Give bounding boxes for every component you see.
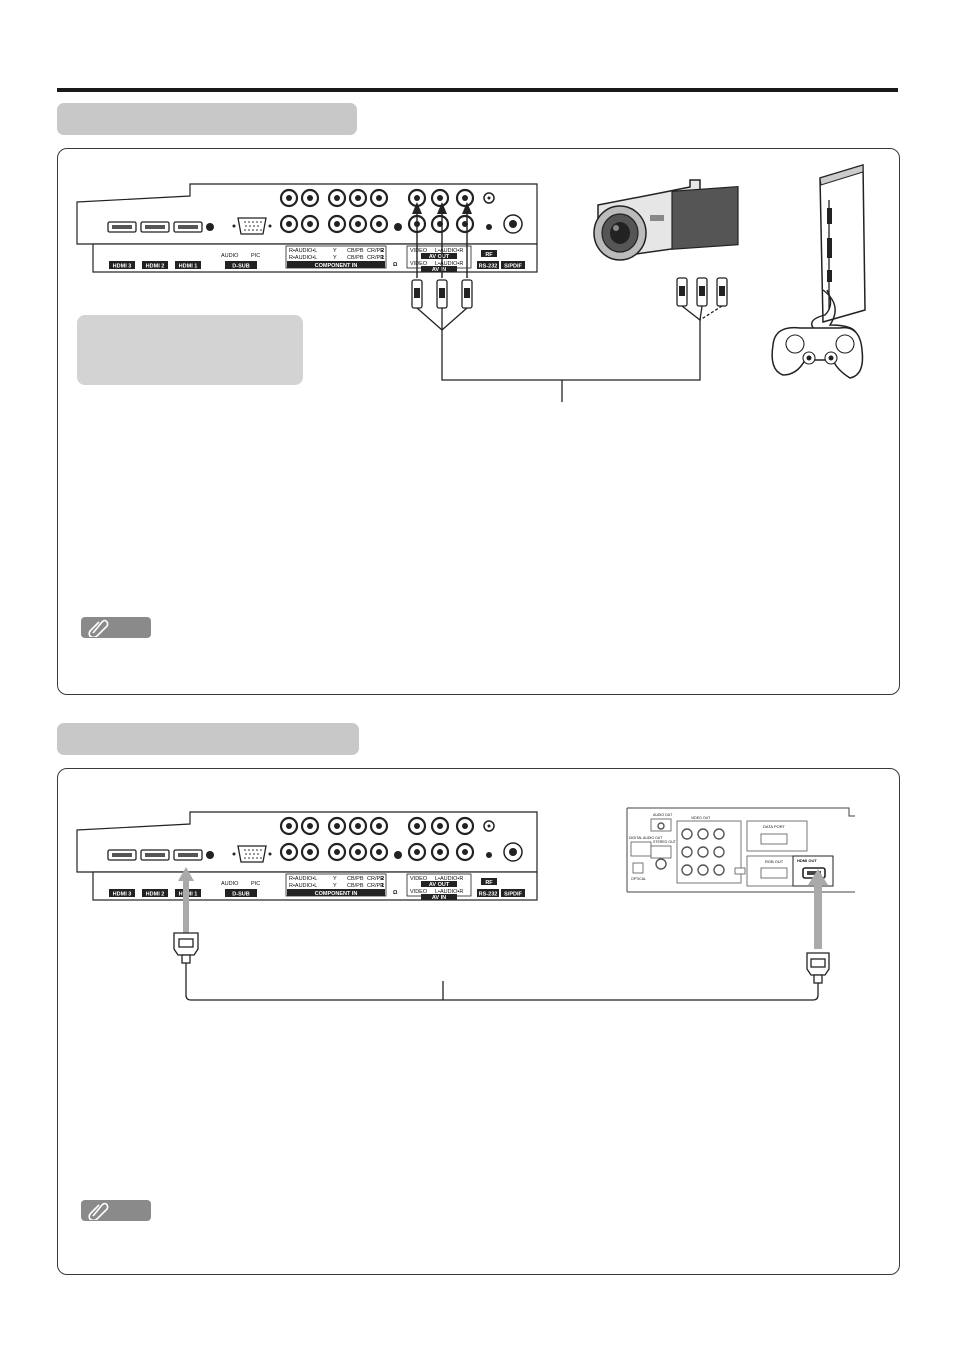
component-row2-cb-2: CB/PB (347, 876, 364, 882)
component-row1-num: 1 (381, 255, 384, 261)
dsub-audio-label-2: AUDIO (221, 881, 239, 887)
headphone-icon-2: Ω (393, 890, 398, 896)
av-out-label-2: AV OUT (429, 882, 450, 888)
component-row2-audio-2: R•AUDIO•L (289, 876, 317, 882)
av-out-audio-2: L•AUDIO•R (435, 876, 463, 882)
component-row1-cb: CB/PB (347, 255, 364, 261)
hdmi2-label-2: HDMI 2 (146, 892, 165, 898)
tv-back-panel-hdmi: HDMI 3 HDMI 2 HDMI 1 AUDIO PIC D-SUB R•A… (76, 811, 538, 901)
tv-back-panel: HDMI 3 HDMI 2 HDMI 1 AUDIO PIC D-SUB R•A… (76, 183, 538, 273)
rs232-label-2: RS-232 (479, 892, 498, 898)
hdmi2-label: HDMI 2 (146, 264, 165, 270)
component-row1-y: Y (333, 255, 337, 261)
av-in-audio: L•AUDIO•R (435, 261, 463, 267)
component-row2-y-2: Y (333, 876, 337, 882)
hdmi-cable (173, 867, 830, 1001)
component-row2-cr-2: CR/PR (367, 876, 384, 882)
component-row1-audio: R•AUDIO•L (289, 255, 317, 261)
component-label-2: COMPONENT IN (315, 891, 358, 897)
spdif-label-2: S/PDIF (504, 892, 522, 898)
av-in-audio-2: L•AUDIO•R (435, 889, 463, 895)
component-row1-num-2: 1 (381, 883, 384, 889)
paperclip-icon-2 (88, 1202, 109, 1220)
component-row2-cb: CB/PB (347, 248, 364, 254)
rgb-out-label: RGB OUT (765, 859, 784, 864)
stereo-out-label: STEREO OUT (653, 840, 677, 844)
section-tab-hdmi (57, 723, 359, 755)
data-port-label: DATA PORT (763, 824, 786, 829)
component-row2-y: Y (333, 248, 337, 254)
av-in-label-2: AV IN (432, 895, 446, 901)
camcorder-icon (593, 179, 739, 261)
dsub-label: D-SUB (232, 264, 249, 270)
dsub-label-2: D-SUB (232, 892, 249, 898)
hdmi-out-label: HDMI OUT (797, 858, 817, 863)
label-box-av (77, 315, 303, 385)
av-cable (411, 202, 728, 402)
paperclip-icon (88, 619, 109, 637)
rs232-label: RS-232 (479, 264, 498, 270)
component-row1-audio-2: R•AUDIO•L (289, 883, 317, 889)
component-row2-num: 2 (381, 248, 384, 254)
hdmi3-label: HDMI 3 (113, 264, 132, 270)
av-out-audio: L•AUDIO•R (435, 248, 463, 254)
headphone-icon: Ω (393, 262, 398, 268)
rf-label-2: RF (485, 880, 493, 886)
component-row1-cr: CR/PR (367, 255, 384, 261)
dsub-pic-label: PIC (251, 253, 260, 259)
av-in-video: VIDEO (410, 261, 428, 267)
dsub-pic-label-2: PIC (251, 881, 260, 887)
note-badge-2 (81, 1200, 151, 1221)
component-row2-cr: CR/PR (367, 248, 384, 254)
component-row2-audio: R•AUDIO•L (289, 248, 317, 254)
av-out-video: VIDEO (410, 248, 428, 254)
component-row1-cb-2: CB/PB (347, 883, 364, 889)
component-label: COMPONENT IN (315, 263, 358, 269)
game-console-icon (771, 163, 866, 379)
component-row2-num-2: 2 (381, 876, 384, 882)
hdmi3-label-2: HDMI 3 (113, 892, 132, 898)
note-badge (81, 617, 151, 638)
av-out-label: AV OUT (429, 254, 450, 260)
audio-out-label: AUDIO OUT (653, 813, 673, 817)
header-rule (57, 88, 898, 92)
av-in-video-2: VIDEO (410, 889, 428, 895)
digital-audio-out-label: DIGITAL AUDIO OUT (629, 836, 663, 840)
dsub-audio-label: AUDIO (221, 253, 239, 259)
component-row1-cr-2: CR/PR (367, 883, 384, 889)
video-out-label: VIDEO OUT (691, 816, 711, 820)
av-in-label: AV IN (432, 267, 446, 273)
av-out-video-2: VIDEO (410, 876, 428, 882)
rf-label: RF (485, 252, 493, 258)
optical-label: OPTICAL (631, 877, 646, 881)
hdmi1-label: HDMI 1 (179, 264, 198, 270)
component-row1-y-2: Y (333, 883, 337, 889)
section-tab-av (57, 103, 357, 135)
spdif-label: S/PDIF (504, 264, 522, 270)
